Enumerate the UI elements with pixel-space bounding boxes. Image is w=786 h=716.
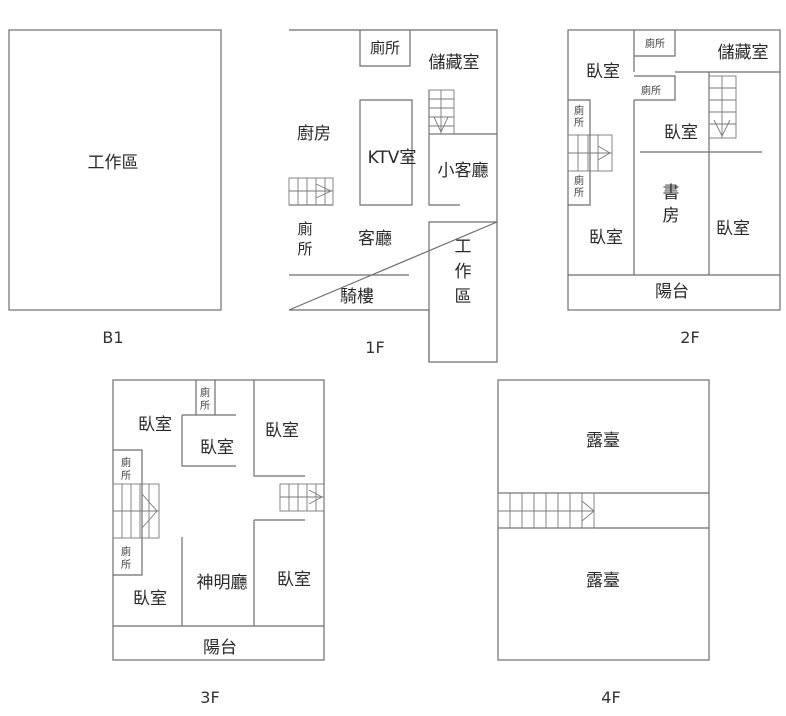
1f-ktv-label: KTV室 xyxy=(368,148,417,168)
2f-toilet-left-1b: 所 xyxy=(574,117,584,129)
3f-toilet-left-1a: 廁 xyxy=(121,456,131,469)
1f-ktv-walls xyxy=(359,99,413,206)
2f-bedroom-right-label: 臥室 xyxy=(716,219,750,239)
4f-walls xyxy=(498,492,709,529)
plan-1f: 廁所 儲藏室 廚房 KTV室 小客廳 廁 所 客廳 騎樓 工 作 區 1F xyxy=(288,29,498,363)
4f-terrace-top-label: 露臺 xyxy=(586,431,620,451)
1f-toilet-left-label-1: 廁 xyxy=(297,220,312,238)
3f-toilet-left-2a: 廁 xyxy=(121,545,131,558)
4f-outline xyxy=(497,379,710,661)
3f-toilet-left-1b: 所 xyxy=(121,470,131,482)
2f-study-label-2: 房 xyxy=(663,206,680,226)
2f-left-toilet-walls xyxy=(568,99,591,206)
4f-stair xyxy=(497,492,595,529)
1f-work-area-walls xyxy=(428,221,497,362)
plan-3f: 廁 所 臥室 臥室 臥室 廁 所 廁 所 神明廳 臥室 臥室 陽台 3F xyxy=(112,379,325,707)
3f-bedroom-top-right-label: 臥室 xyxy=(265,421,299,441)
2f-storage-label: 儲藏室 xyxy=(718,43,769,63)
2f-study-label-1: 書 xyxy=(663,183,680,203)
2f-floor-label: 2F xyxy=(680,328,699,347)
3f-floor-label: 3F xyxy=(200,688,219,707)
2f-bedroom-top-left-label: 臥室 xyxy=(586,62,620,82)
2f-bedroom-bottom-left-label: 臥室 xyxy=(589,228,623,248)
3f-toilet-top-a: 廁 xyxy=(200,386,210,399)
1f-living-label: 客廳 xyxy=(358,229,392,249)
3f-toilet-top-b: 所 xyxy=(200,400,210,412)
1f-toilet-top-walls xyxy=(359,30,411,67)
b1-outline xyxy=(8,29,222,311)
3f-bedroom-bottom-right-label: 臥室 xyxy=(277,570,311,590)
2f-toilet-top-label: 廁所 xyxy=(645,37,665,50)
1f-work-area-label-2: 作 xyxy=(455,262,472,282)
1f-work-area-label-3: 區 xyxy=(455,287,472,307)
1f-toilet-top-label: 廁所 xyxy=(370,39,400,57)
2f-stair-left xyxy=(567,134,613,172)
1f-work-area-label-1: 工 xyxy=(455,237,472,257)
1f-toilet-left-label-2: 所 xyxy=(297,240,312,258)
1f-stair-left xyxy=(288,177,334,206)
3f-left-toilet-walls xyxy=(113,449,143,576)
3f-walls xyxy=(113,380,324,627)
plan-2f: 廁所 儲藏室 臥室 廁所 臥室 廁 所 廁 所 書 房 臥室 臥室 陽台 2F xyxy=(567,29,781,347)
1f-stair-top xyxy=(428,89,455,135)
b1-floor-label: B1 xyxy=(102,328,123,347)
3f-bedroom-mid-label: 臥室 xyxy=(200,438,234,458)
plan-b1: 工作區 B1 xyxy=(8,29,222,347)
1f-small-living-label: 小客廳 xyxy=(438,161,489,181)
2f-stair-right xyxy=(708,75,737,139)
3f-bedroom-bottom-left-label: 臥室 xyxy=(133,589,167,609)
1f-floor-label: 1F xyxy=(365,338,384,357)
1f-arcade-label: 騎樓 xyxy=(340,287,374,307)
3f-stair-left xyxy=(112,483,160,539)
4f-terrace-bottom-label: 露臺 xyxy=(586,571,620,591)
2f-toilet-left-2b: 所 xyxy=(574,187,584,199)
3f-stair-right xyxy=(279,483,325,512)
1f-small-living-walls xyxy=(428,90,497,206)
2f-toilet-left-1a: 廁 xyxy=(574,104,584,117)
4f-floor-label: 4F xyxy=(601,688,620,707)
3f-bedroom-top-left-label: 臥室 xyxy=(138,415,172,435)
1f-kitchen-label: 廚房 xyxy=(297,123,331,144)
1f-storage-label: 儲藏室 xyxy=(429,53,480,73)
2f-bedroom-mid-label: 臥室 xyxy=(664,123,698,143)
3f-toilet-left-2b: 所 xyxy=(121,559,131,571)
3f-shrine-label: 神明廳 xyxy=(197,573,248,593)
2f-balcony-label: 陽台 xyxy=(655,282,689,302)
plan-4f: 露臺 露臺 4F xyxy=(497,379,710,707)
3f-balcony-label: 陽台 xyxy=(203,638,237,658)
2f-toilet-left-2a: 廁 xyxy=(574,174,584,187)
b1-work-area-label: 工作區 xyxy=(88,153,139,173)
2f-toilet-mid-label: 廁所 xyxy=(641,84,661,97)
